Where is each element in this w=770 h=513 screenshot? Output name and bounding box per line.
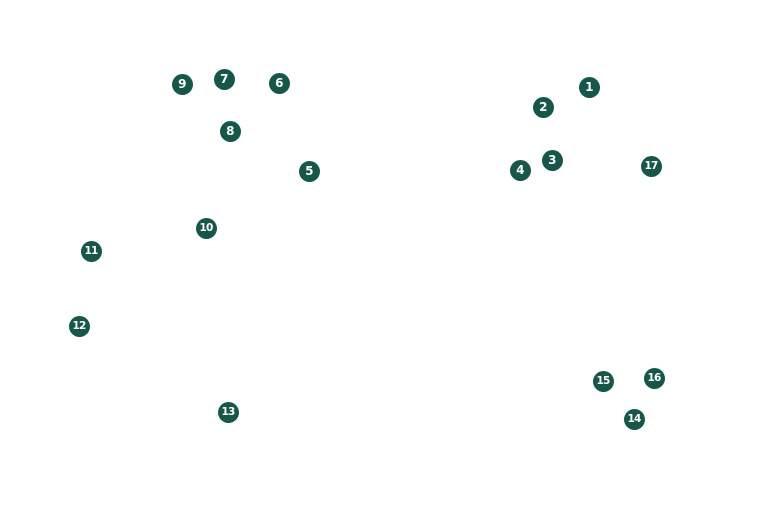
marker-number: 11 [84,244,98,257]
marker-number: 3 [548,153,556,167]
map-marker-7[interactable]: 7 [213,68,235,90]
marker-number: 15 [596,374,610,387]
marker-number: 6 [275,76,283,90]
map-marker-14[interactable]: 14 [623,408,645,430]
map-marker-13[interactable]: 13 [217,401,239,423]
marker-number: 9 [178,77,186,91]
marker-number: 5 [305,164,313,178]
marker-number: 16 [647,371,661,384]
map-marker-16[interactable]: 16 [643,367,665,389]
map-marker-11[interactable]: 11 [80,240,102,262]
marker-number: 10 [199,221,213,234]
marker-number: 13 [221,405,235,418]
map-marker-9[interactable]: 9 [171,73,193,95]
map-marker-12[interactable]: 12 [68,315,90,337]
marker-number: 7 [220,72,228,86]
marker-number: 8 [226,124,234,138]
marker-number: 1 [585,80,593,94]
map-marker-2[interactable]: 2 [532,96,554,118]
map-marker-6[interactable]: 6 [268,72,290,94]
map-marker-10[interactable]: 10 [195,217,217,239]
map-marker-5[interactable]: 5 [298,160,320,182]
map-marker-3[interactable]: 3 [541,149,563,171]
map-marker-1[interactable]: 1 [578,76,600,98]
marker-number: 2 [539,100,547,114]
map-marker-17[interactable]: 17 [640,155,662,177]
marker-number: 14 [627,412,641,425]
map-marker-8[interactable]: 8 [219,120,241,142]
marker-number: 12 [72,319,86,332]
map-marker-15[interactable]: 15 [592,370,614,392]
marker-number: 4 [516,163,524,177]
marker-number: 17 [644,159,658,172]
map-marker-4[interactable]: 4 [509,159,531,181]
